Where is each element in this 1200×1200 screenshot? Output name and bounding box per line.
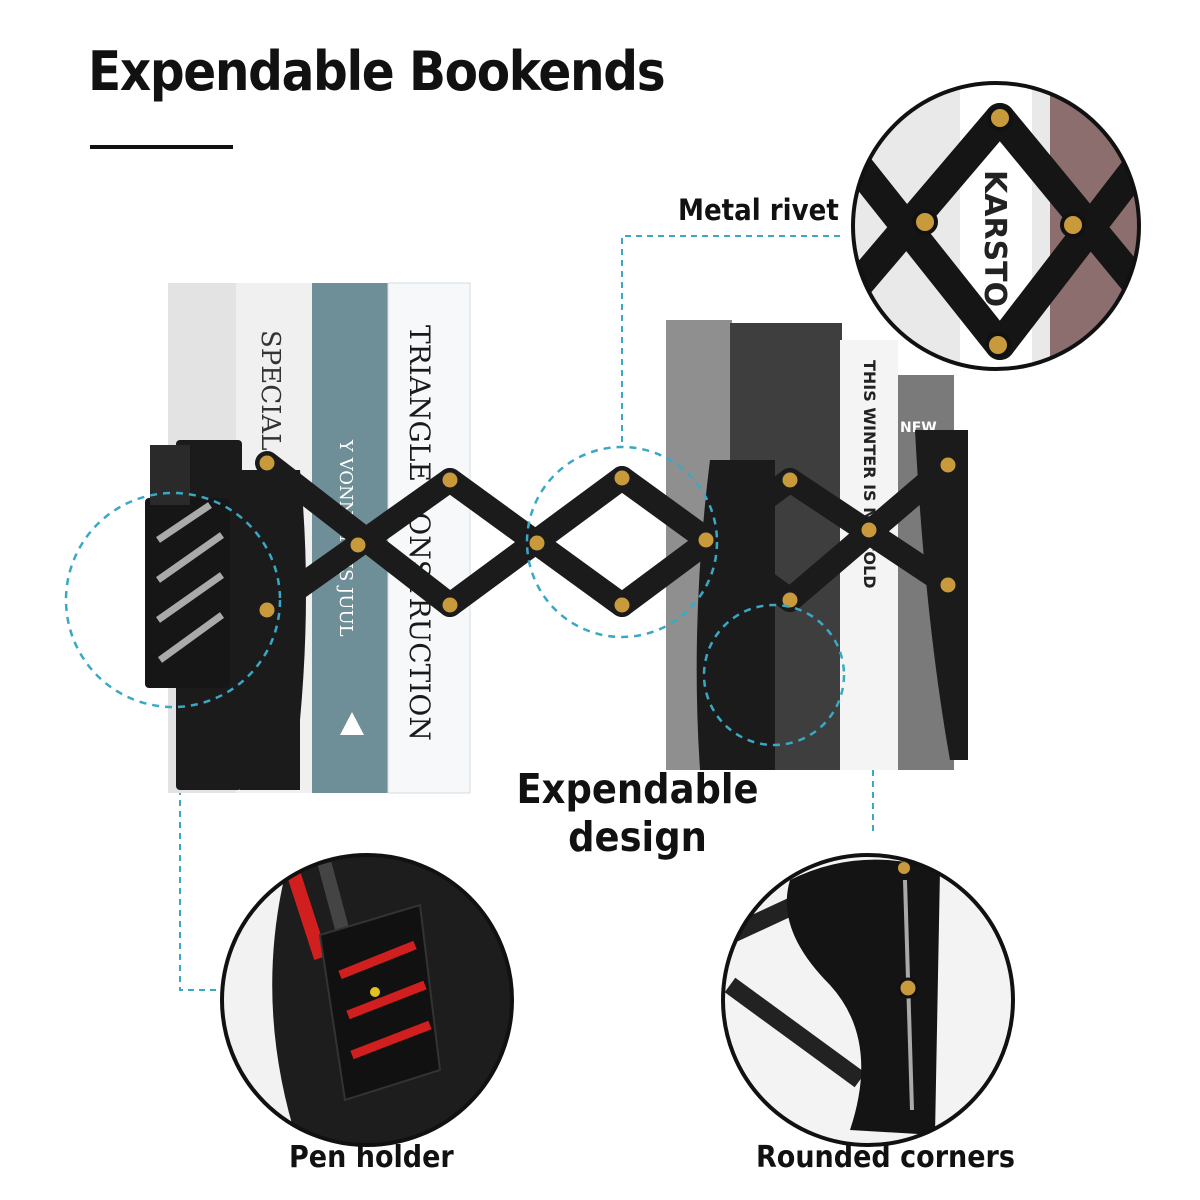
pen-holder-label: Pen holder xyxy=(289,1140,454,1175)
spine-text-4: THIS WINTER IS NO COLD xyxy=(860,360,879,589)
highlight-circles xyxy=(64,445,846,747)
spine-text-3: TRIANGLE CONSTRUCTION xyxy=(403,325,436,741)
rounded-corners-label: Rounded corners xyxy=(756,1140,1015,1175)
metal-rivet-label: Metal rivet xyxy=(678,193,839,227)
leader-lines xyxy=(179,235,874,991)
pen-holder-cutouts xyxy=(155,502,225,663)
title-underline xyxy=(90,145,233,149)
zoom-rounded-corners xyxy=(723,855,1013,1145)
zoom-metal-rivet: KARSTO xyxy=(853,83,1139,369)
expendable-design-label: Expendable design xyxy=(516,765,758,861)
rivets xyxy=(256,452,959,621)
design-line-2: design xyxy=(568,813,707,861)
zoom-pen-holder xyxy=(222,855,512,1145)
design-line-1: Expendable xyxy=(516,765,759,813)
book-logo xyxy=(340,712,364,735)
zoom-book-text: KARSTO xyxy=(977,170,1012,307)
page-title: Expendable Bookends xyxy=(88,40,666,103)
left-bookend xyxy=(145,440,306,790)
